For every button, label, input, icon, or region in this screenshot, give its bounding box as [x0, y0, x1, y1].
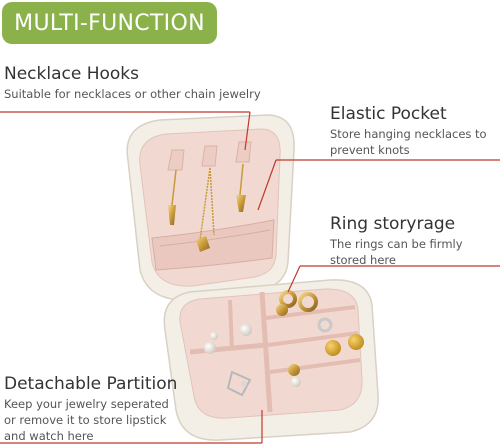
multi-function-badge: MULTI-FUNCTION: [2, 2, 217, 44]
case-base: [163, 279, 379, 441]
necklace-hooks-callout: Necklace Hooks Suitable for necklaces or…: [4, 64, 294, 102]
detachable-partition-callout: Detachable Partition Keep your jewelry s…: [4, 374, 179, 444]
necklace-hooks-title: Necklace Hooks: [4, 64, 140, 84]
case-lid: [126, 114, 295, 301]
elastic-pocket-title: Elastic Pocket: [330, 104, 447, 124]
detachable-partition-title: Detachable Partition: [4, 374, 178, 394]
necklace-hooks-desc: Suitable for necklaces or other chain je…: [4, 87, 261, 101]
elastic-pocket-callout: Elastic Pocket Store hanging necklaces t…: [330, 104, 498, 158]
ring-storage-callout: Ring storyrage The rings can be firmly s…: [330, 214, 498, 268]
detachable-partition-desc: Keep your jewelry seperated or remove it…: [4, 397, 169, 443]
elastic-pocket-desc: Store hanging necklaces to prevent knots: [330, 127, 487, 157]
ring-storage-title: Ring storyrage: [330, 214, 456, 234]
ring-storage-desc: The rings can be firmly stored here: [330, 237, 463, 267]
